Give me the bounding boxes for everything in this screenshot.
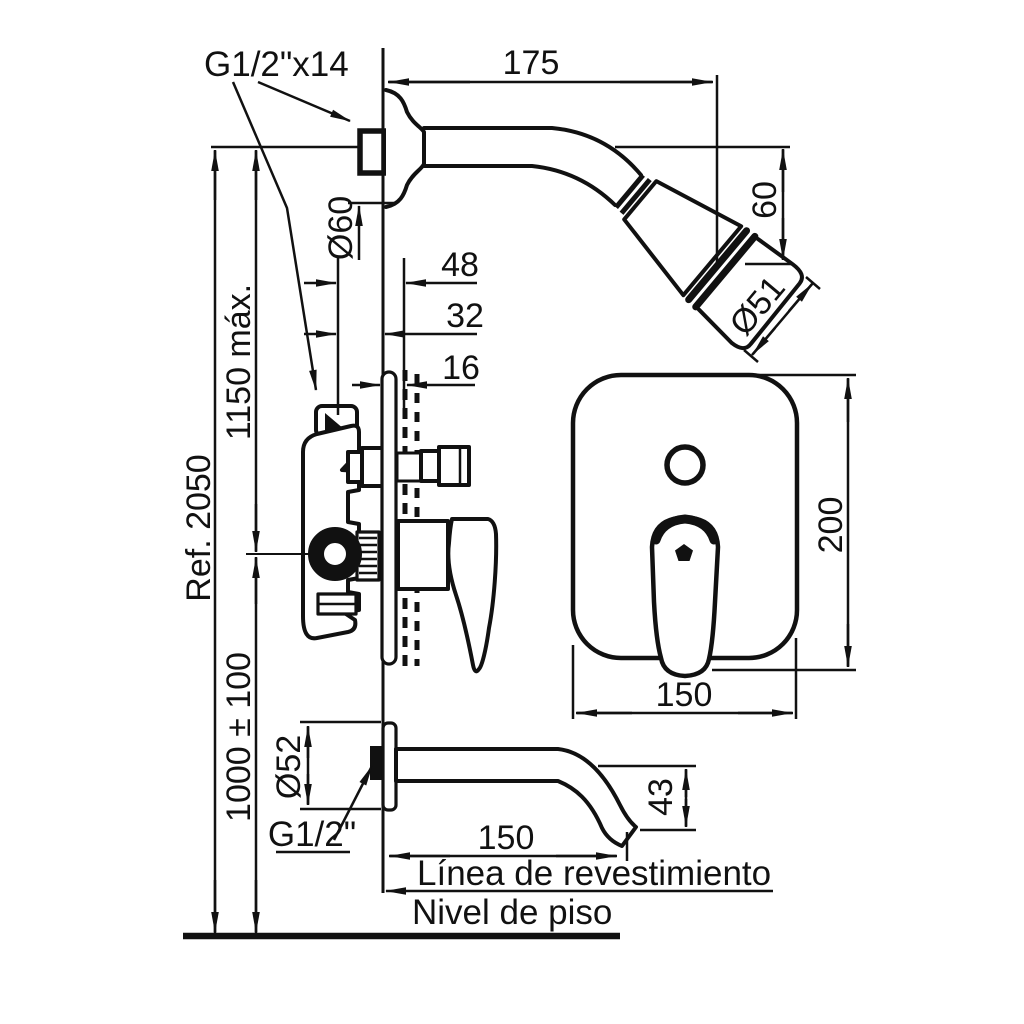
- text-labels: G1/2"x14 175 60 Ø51 Ø60 48 32 16 1150 má…: [180, 44, 850, 932]
- dim-plate-width: 150: [656, 676, 713, 714]
- mixer-handle-top-arc: [651, 514, 719, 545]
- spout-wall-fitting: [370, 746, 383, 780]
- dim-spout-length: 150: [478, 819, 535, 857]
- diverter-stem-side: [395, 451, 423, 483]
- diverter-button: [664, 444, 706, 486]
- label-thread-spec-spout: G1/2": [268, 815, 356, 854]
- spout-body: [394, 747, 638, 848]
- dim-head-height: 60: [746, 181, 784, 219]
- head-ball-joint-1: [614, 173, 645, 209]
- handle-temp-marker: [675, 544, 693, 561]
- arm-wall-nut: [357, 128, 387, 176]
- dim-arm-escutcheon-diameter: Ø60: [322, 196, 360, 260]
- dim-valve-center-height: 1000 ± 100: [220, 652, 258, 822]
- label-coating-line: Línea de revestimiento: [417, 854, 771, 893]
- dim-depth-to-finished-wall: 48: [441, 246, 479, 284]
- handle-lever-side: [446, 517, 499, 674]
- label-ref-code: Ref. 2050: [180, 454, 218, 601]
- arm-escutcheon: [384, 88, 426, 209]
- thread-leader-spout: [332, 765, 374, 841]
- handle-mount-side: [396, 519, 450, 591]
- arm-tube-top: [422, 126, 643, 177]
- diverter-knob-side: [437, 445, 471, 487]
- dim-shower-max-height: 1150 máx.: [220, 284, 258, 440]
- mixer-handle-front: [649, 515, 721, 679]
- cartridge-spline-hatch: [359, 536, 377, 575]
- dim-wall-finish-thickness: 16: [442, 349, 480, 387]
- head-face-ring-1: [685, 227, 751, 304]
- label-floor-level: Nivel de piso: [412, 893, 612, 932]
- head-spray-rim: [696, 236, 804, 351]
- head-cone: [622, 179, 744, 298]
- shower-arm: [357, 88, 643, 209]
- dim-plate-height: 200: [812, 497, 850, 554]
- dim-depth-to-rough-wall: 32: [446, 297, 484, 335]
- arm-tube-bottom: [422, 164, 617, 207]
- thread-leader-arm: [257, 80, 351, 123]
- head-face-ring-2: [692, 232, 759, 311]
- shower-head: [614, 173, 804, 351]
- trim-plate-side: [380, 370, 499, 674]
- valve-inlet-stub-inner: [346, 450, 364, 484]
- bath-spout: [370, 721, 638, 848]
- label-thread-spec-top: G1/2"x14: [204, 45, 349, 84]
- dim-spout-drop: 43: [642, 778, 680, 816]
- trim-plate-front: [570, 372, 800, 679]
- trim-plate-side-slab: [380, 370, 398, 666]
- mixer-valve-body-side: [246, 404, 386, 641]
- valve-port-ring: [308, 527, 362, 581]
- thread-leader-valve: [231, 81, 318, 391]
- diverter-knob-neck-side: [419, 449, 441, 483]
- dim-spout-escutcheon-diameter: Ø52: [270, 735, 308, 799]
- dim-arm-length: 175: [503, 44, 560, 82]
- head-ball-joint-2: [619, 177, 652, 215]
- dimension-lines: [211, 75, 856, 933]
